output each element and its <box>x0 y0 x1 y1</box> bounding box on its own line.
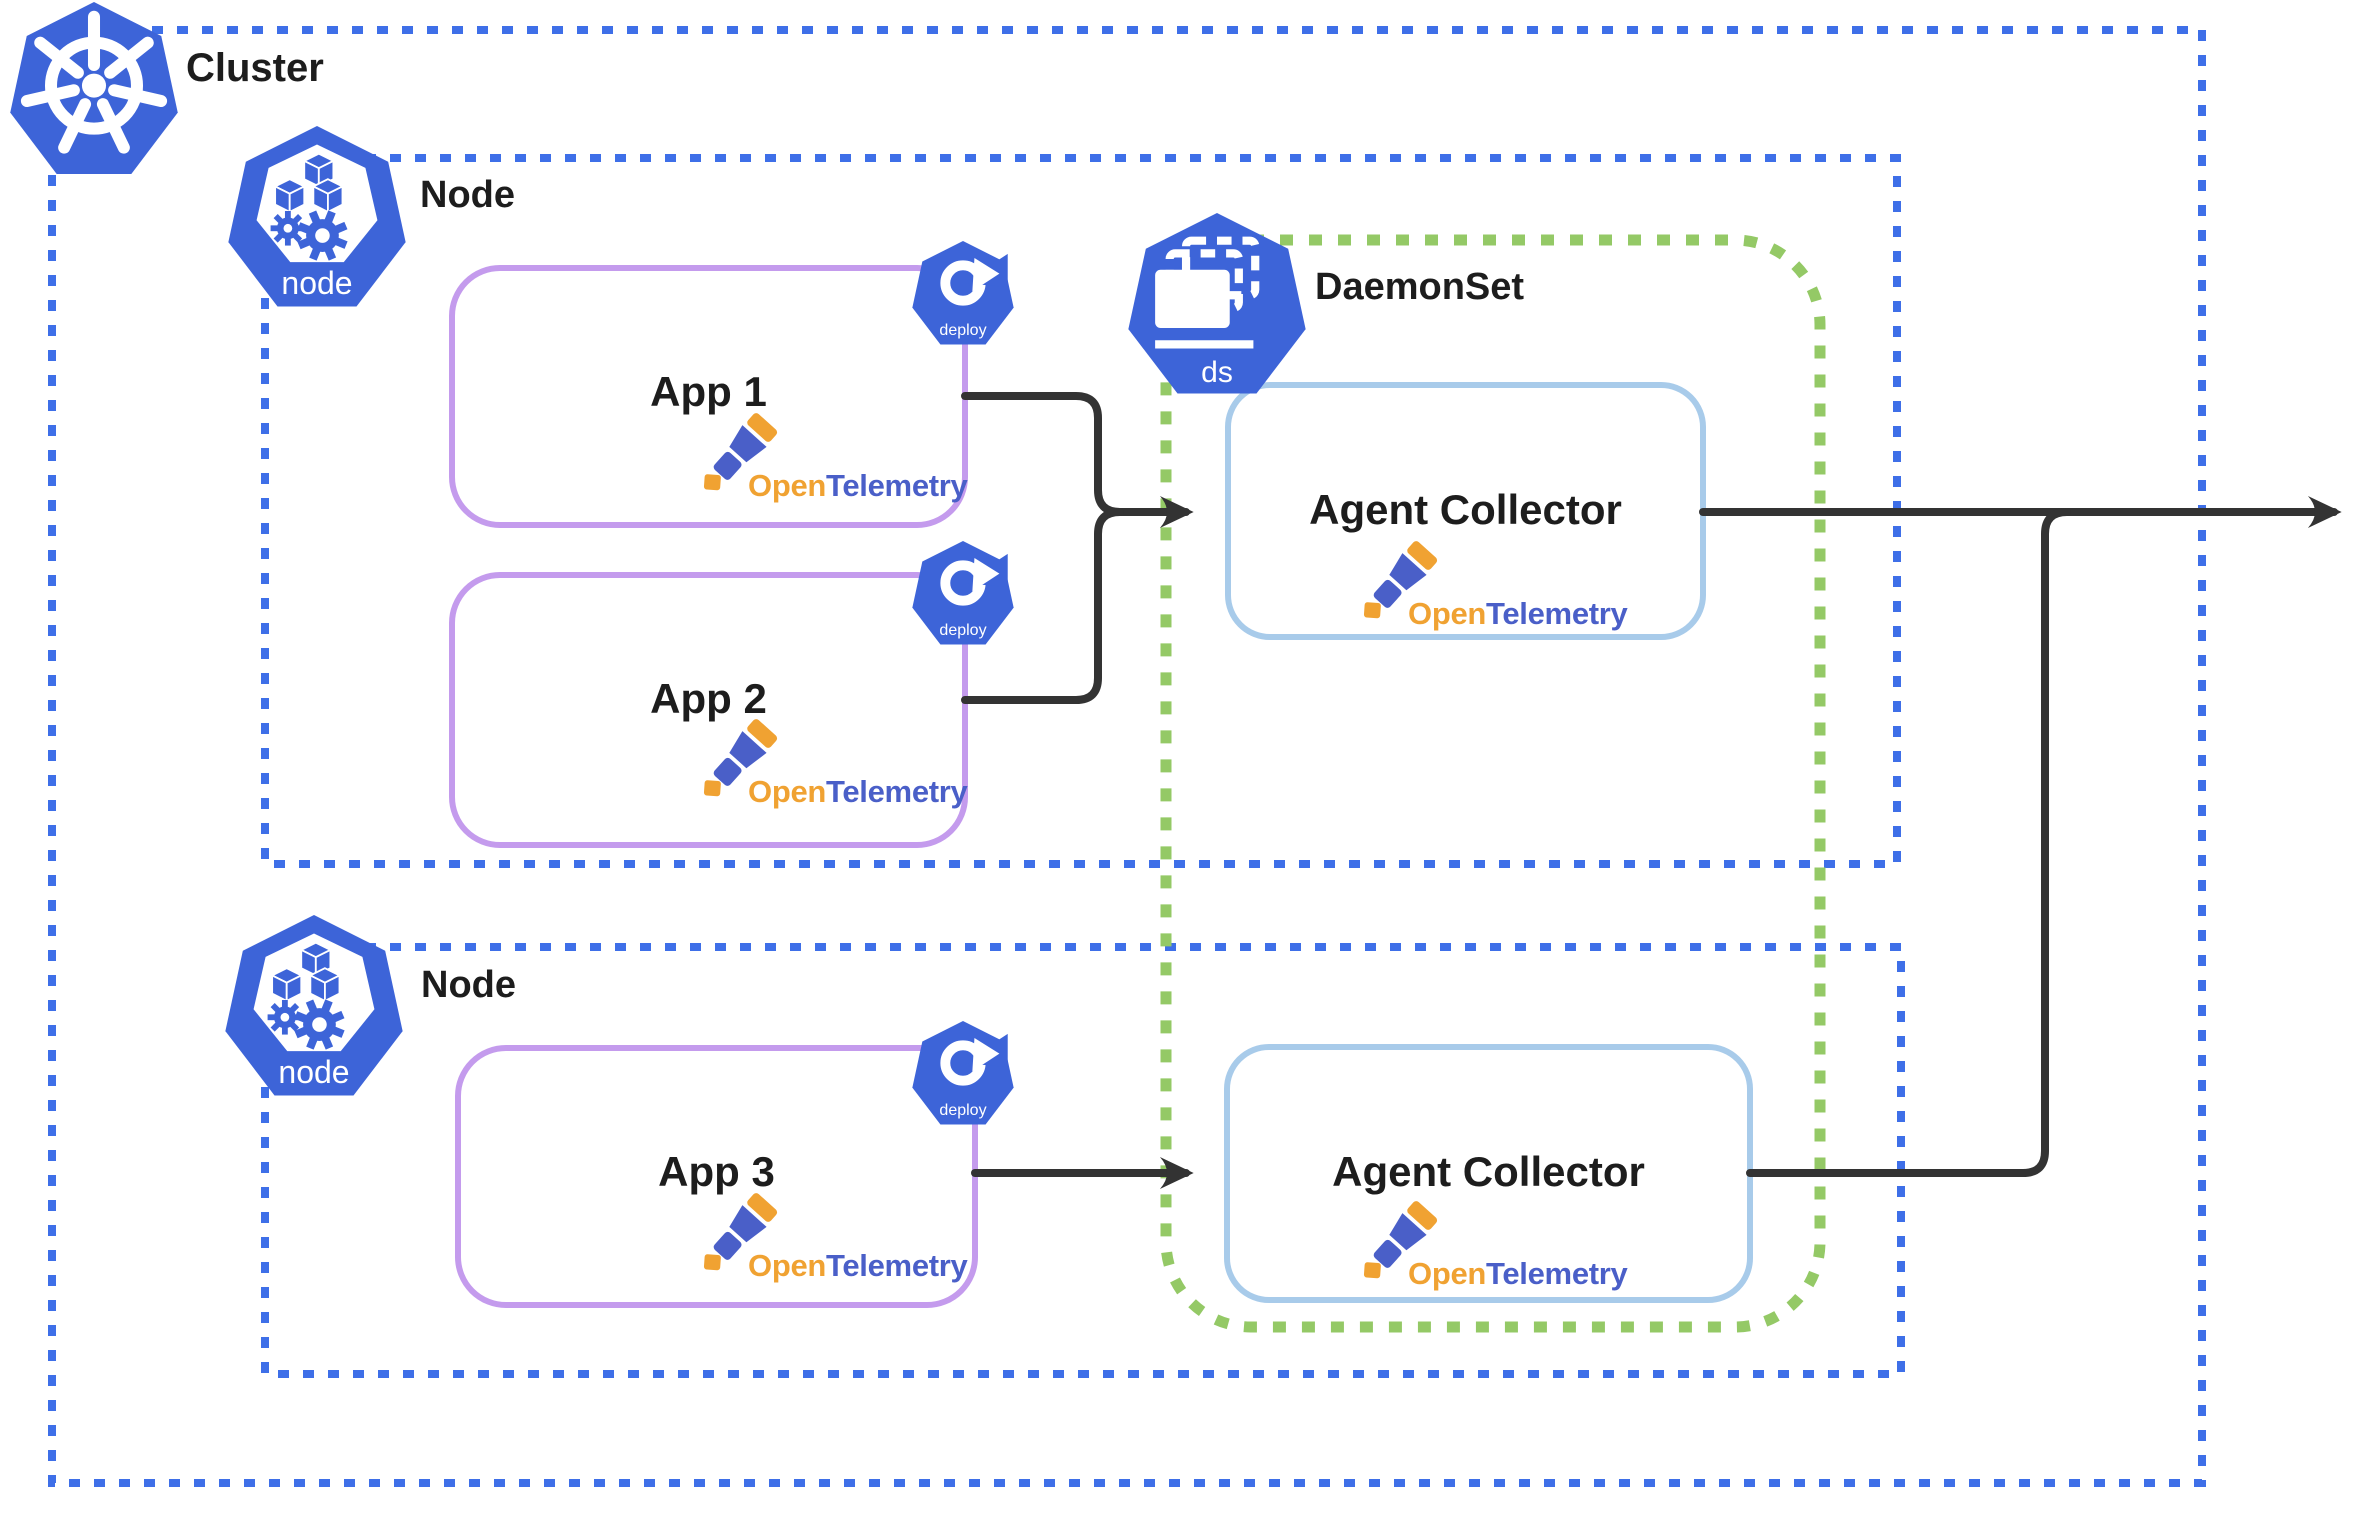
deploy-icon-caption: deploy <box>939 622 987 639</box>
deploy-heptagon <box>912 541 1014 645</box>
otel-wordmark: OpenTelemetry <box>748 468 968 504</box>
otel-wordmark: OpenTelemetry <box>748 774 968 810</box>
deploy-heptagon <box>912 241 1014 345</box>
opentelemetry-logo: OpenTelemetry <box>692 1190 992 1290</box>
otel-wordmark-open: Open <box>748 1248 827 1283</box>
otel-wordmark-telemetry: Telemetry <box>826 1248 968 1283</box>
node-icon: node <box>223 915 405 1105</box>
deploy-icon: deploy <box>911 541 1015 650</box>
daemonset-label: DaemonSet <box>1315 266 1525 308</box>
node2-border <box>261 943 1905 1378</box>
app2-label: App 2 <box>650 675 767 722</box>
opentelemetry-logo: OpenTelemetry <box>692 410 992 510</box>
stacked-pods-icon <box>1155 236 1260 349</box>
app1-label: App 1 <box>650 368 767 415</box>
arrow-app1-to-collector1 <box>961 392 1194 528</box>
telescope-icon <box>1363 1201 1438 1279</box>
daemonset-border <box>1160 234 1826 1333</box>
collector1-label: Agent Collector <box>1309 486 1622 533</box>
otel-wordmark-telemetry: Telemetry <box>826 468 968 503</box>
circular-arrow-icon <box>940 253 1008 306</box>
node1-label: Node <box>420 174 515 216</box>
otel-wordmark-open: Open <box>748 774 827 809</box>
daemonset-icon-caption: ds <box>1201 356 1233 389</box>
otel-wordmark-telemetry: Telemetry <box>1486 1256 1628 1291</box>
telescope-icon <box>1363 541 1438 619</box>
otel-wordmark: OpenTelemetry <box>748 1248 968 1284</box>
node-icon-caption: node <box>278 1054 350 1090</box>
telescope-icon <box>703 413 778 491</box>
telescope-icon <box>703 1193 778 1271</box>
node-glyphs-icon <box>253 933 375 1052</box>
opentelemetry-logo: OpenTelemetry <box>1352 538 1652 638</box>
otel-wordmark-open: Open <box>1408 596 1487 631</box>
otel-wordmark-open: Open <box>1408 1256 1487 1291</box>
app2-box <box>449 572 968 848</box>
telescope-icon <box>703 719 778 797</box>
deploy-heptagon <box>912 1021 1014 1125</box>
otel-wordmark-telemetry: Telemetry <box>1486 596 1628 631</box>
deploy-icon-caption: deploy <box>939 1102 987 1119</box>
cluster-border <box>48 26 2206 1487</box>
otel-wordmark-open: Open <box>748 468 827 503</box>
otel-wordmark: OpenTelemetry <box>1408 1256 1628 1292</box>
opentelemetry-logo: OpenTelemetry <box>1352 1198 1652 1298</box>
arrow-app2-to-merge <box>961 508 1124 704</box>
otel-wordmark-telemetry: Telemetry <box>826 774 968 809</box>
circular-arrow-icon <box>940 1033 1008 1086</box>
cluster-label: Cluster <box>186 46 324 90</box>
node-icon: node <box>226 126 408 316</box>
node-glyphs-icon <box>256 144 378 263</box>
arrow-collector2-join <box>1746 508 2071 1177</box>
helm-wheel-icon <box>20 10 168 154</box>
collector2-label: Agent Collector <box>1332 1148 1645 1195</box>
deploy-icon: deploy <box>911 241 1015 350</box>
circular-arrow-icon <box>940 553 1008 606</box>
kubernetes-icon <box>8 2 180 183</box>
otel-wordmark: OpenTelemetry <box>1408 596 1628 632</box>
deploy-icon-caption: deploy <box>939 322 987 339</box>
daemonset-icon: ds <box>1126 213 1308 403</box>
app3-label: App 3 <box>658 1148 775 1195</box>
node-icon-caption: node <box>281 265 353 301</box>
node2-label: Node <box>421 964 516 1006</box>
opentelemetry-logo: OpenTelemetry <box>692 716 992 816</box>
deploy-icon: deploy <box>911 1021 1015 1130</box>
